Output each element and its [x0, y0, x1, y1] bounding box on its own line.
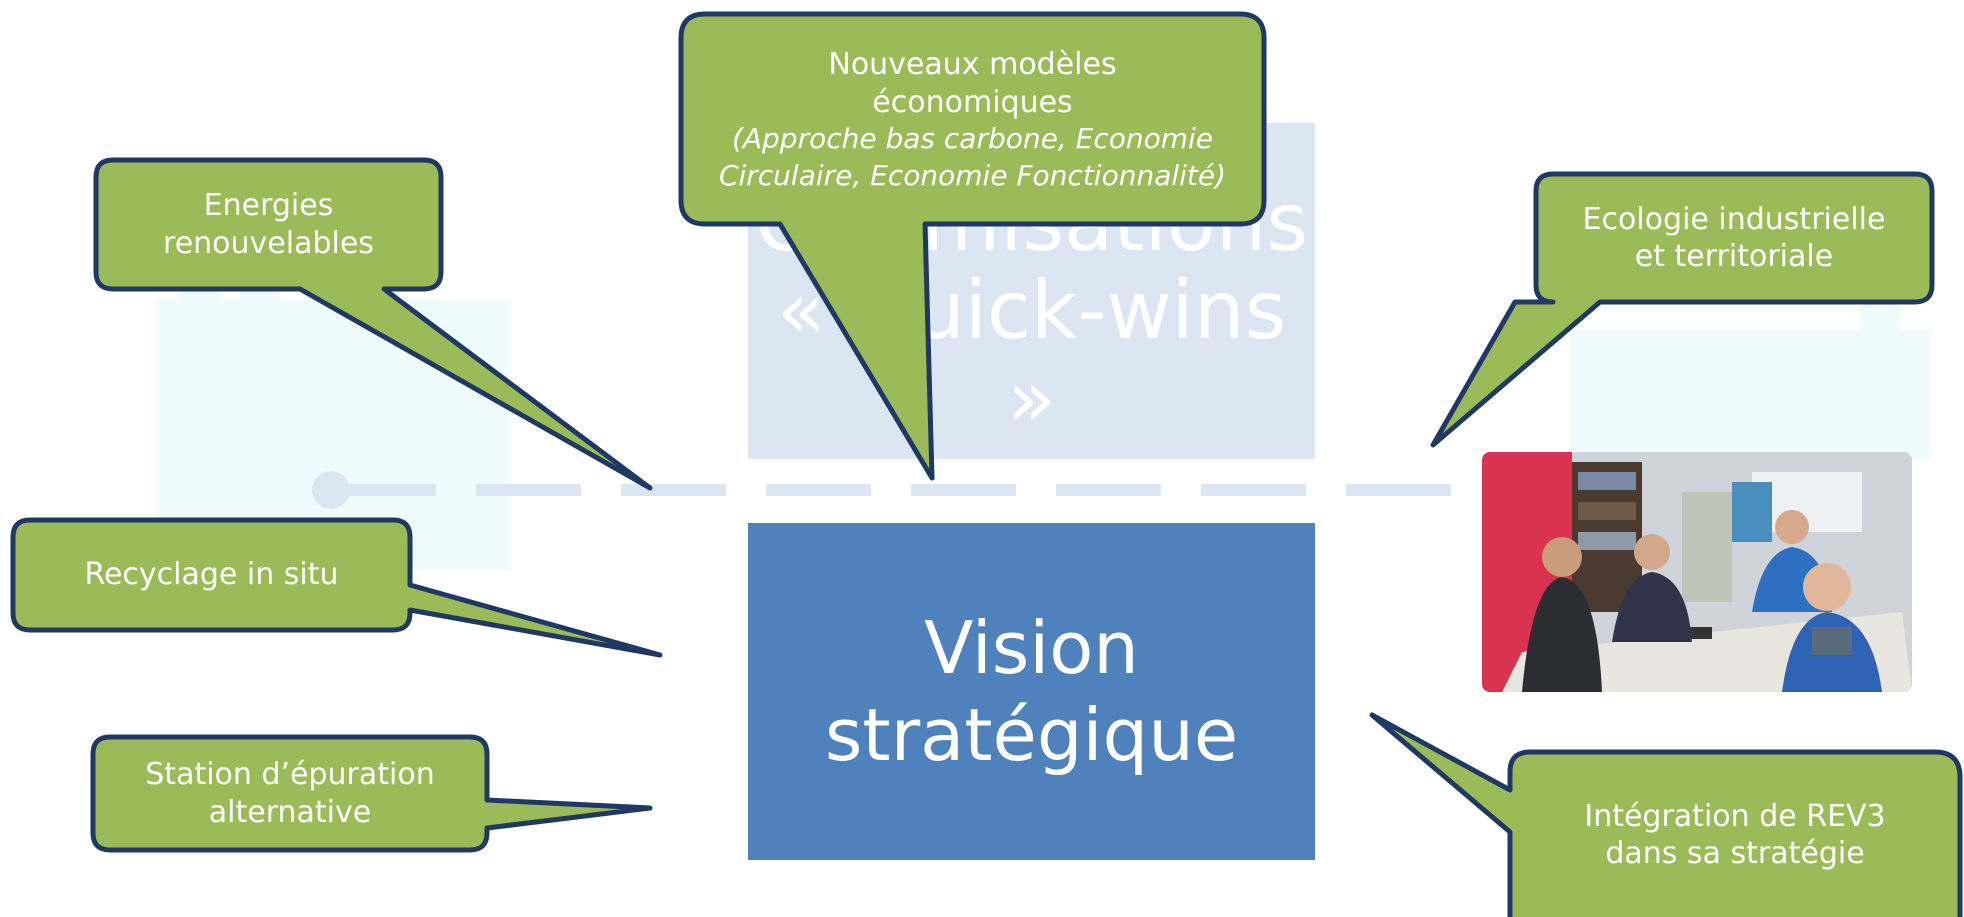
nouveaux-sub1: (Approche bas carbone, Economie [731, 122, 1214, 156]
callout-recyclage-shape [10, 517, 663, 658]
strategic-vision-box: Vision stratégique [748, 523, 1315, 860]
strategic-vision-line1: Vision [924, 606, 1139, 691]
energies-line2: renouvelables [163, 225, 374, 261]
meeting-photo [1482, 452, 1912, 692]
recyclage-label: Recyclage in situ [84, 557, 339, 593]
nouveaux-line1: Nouveaux modèles [828, 47, 1117, 83]
nouveaux-sub2: Circulaire, Economie Fonctionnalité) [718, 158, 1227, 192]
strategic-vision-line2: stratégique [824, 692, 1239, 777]
callout-integration: Intégration de REV3 dans sa stratégie [1514, 756, 1956, 914]
callout-station-shape [90, 734, 653, 853]
ecologie-line2: et territoriale [1634, 239, 1834, 274]
callout-energies-shape [93, 157, 653, 491]
callout-energies: Energies renouvelables [100, 164, 437, 285]
ecologie-line1: Ecologie industrielle [1582, 201, 1886, 237]
callout-nouveaux-shape [678, 11, 1267, 481]
callout-nouveaux: Nouveaux modèles économiques (Approche b… [685, 22, 1260, 218]
callout-ecologie-shape [1430, 171, 1935, 448]
integration-line1: Intégration de REV3 [1584, 798, 1886, 834]
energies-line1: Energies [203, 188, 334, 223]
station-line2: alternative [208, 794, 372, 830]
station-line1: Station d’épuration [145, 757, 435, 792]
integration-line2: dans sa stratégie [1605, 836, 1865, 871]
timeline [312, 471, 1470, 509]
right-factory-icon [1570, 300, 1930, 460]
nouveaux-line2: économiques [872, 84, 1073, 120]
callout-ecologie: Ecologie industrielle et territoriale [1540, 178, 1928, 298]
callout-station: Station d’épuration alternative [97, 741, 483, 846]
callout-integration-shape [1369, 712, 1963, 917]
callout-recyclage: Recyclage in situ [17, 524, 406, 626]
